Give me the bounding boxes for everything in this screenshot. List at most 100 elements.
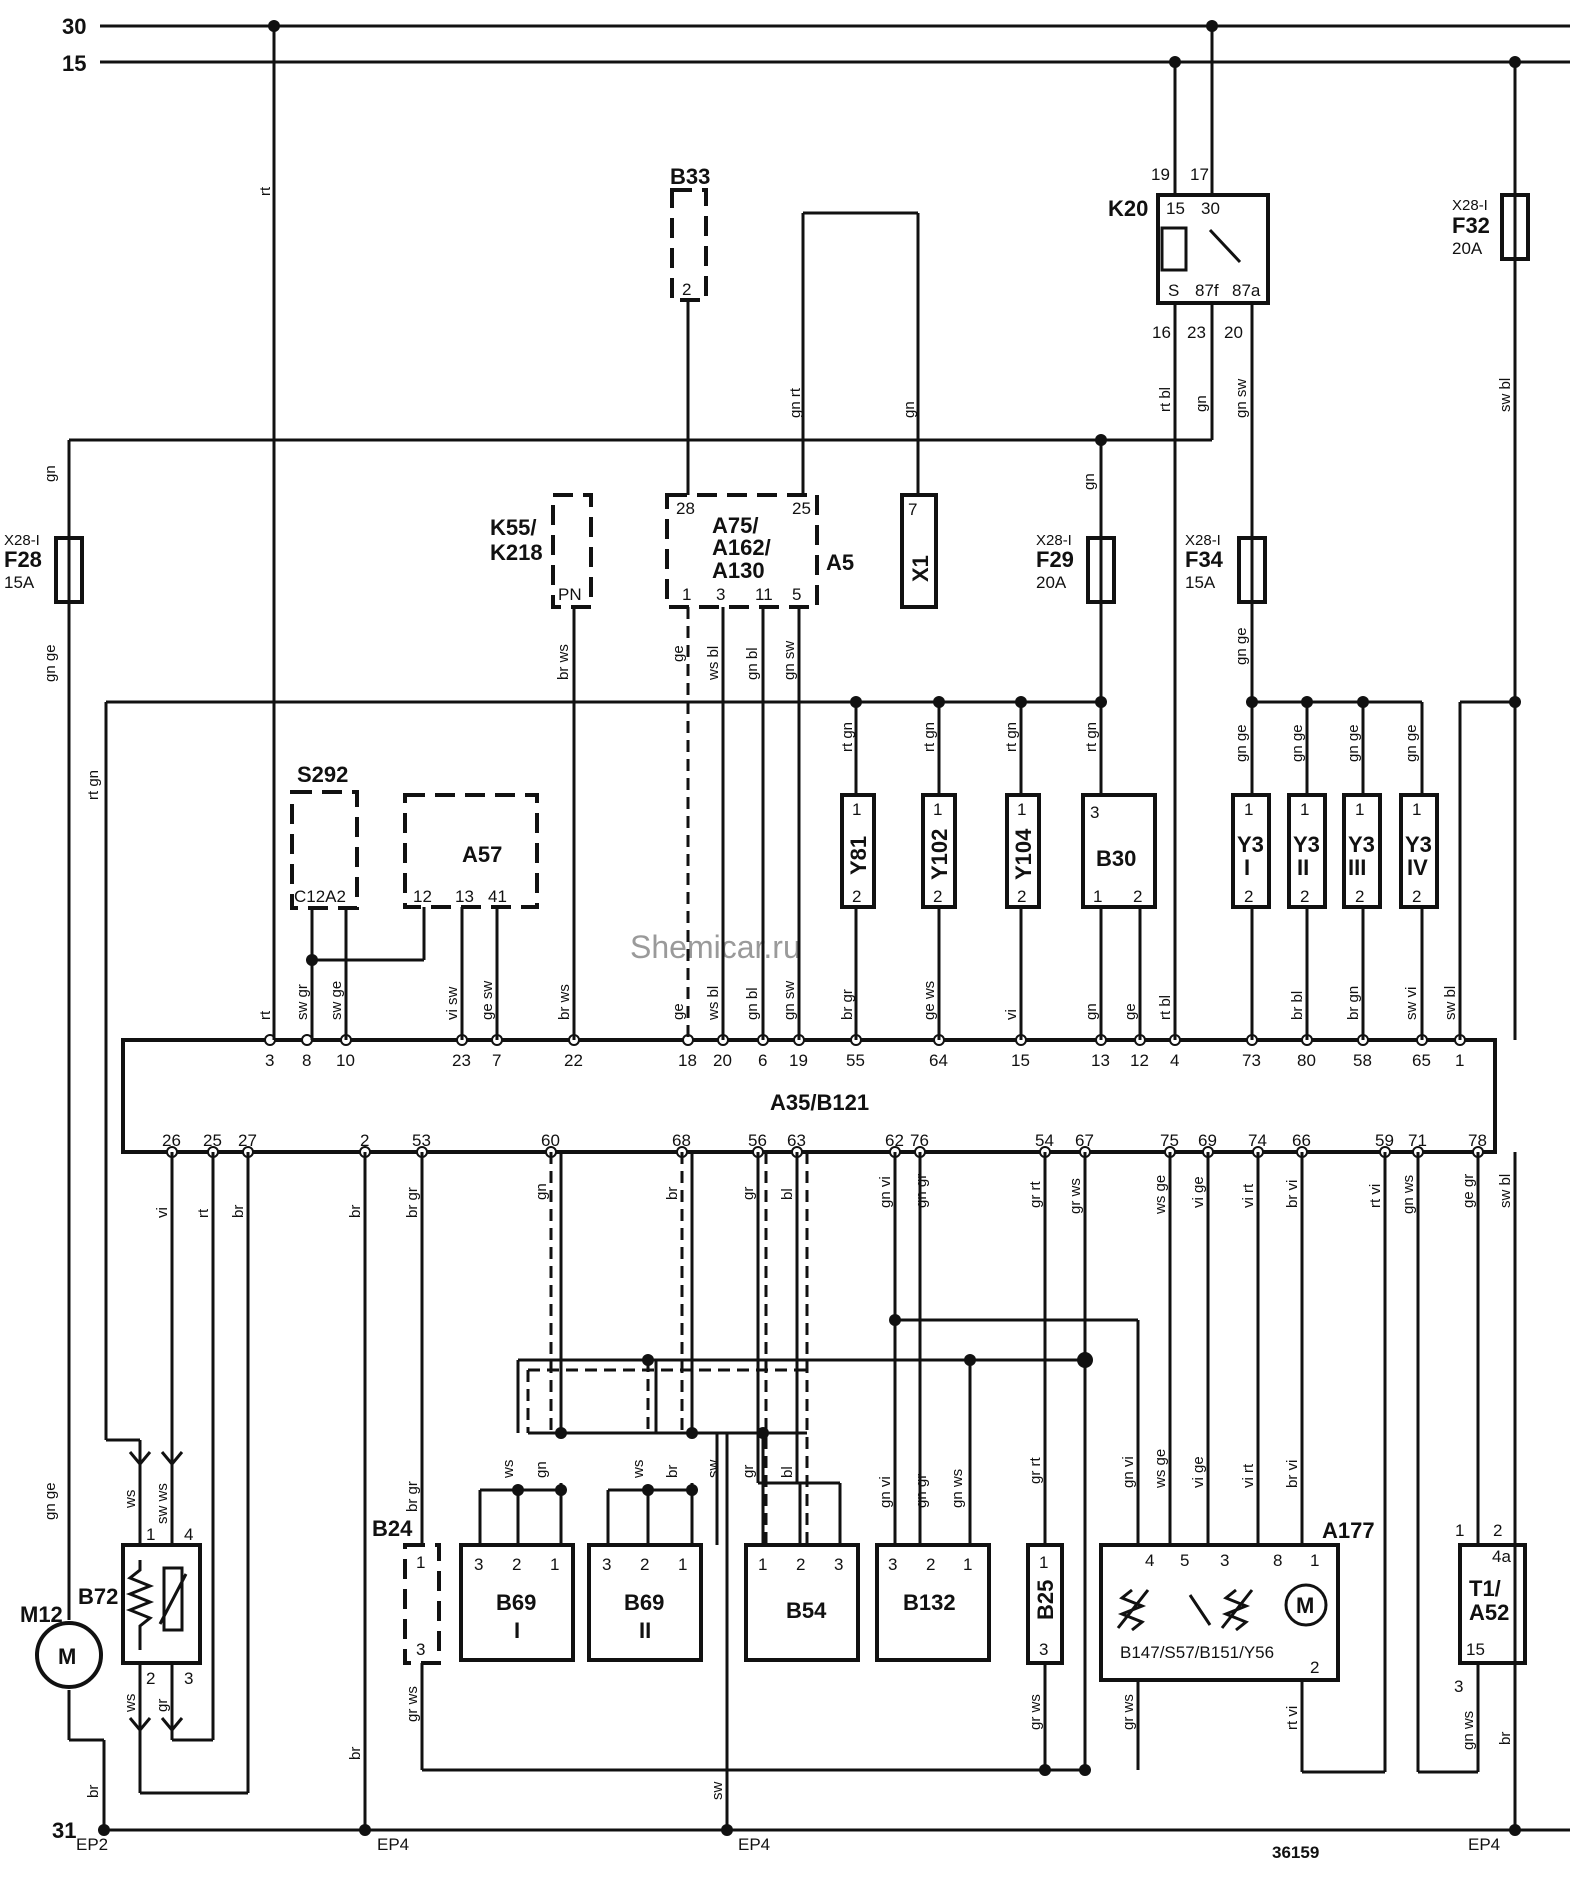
wc-sw-ge: sw ge (328, 981, 345, 1020)
ecu-top-pin-10: 10 (336, 1051, 355, 1070)
k20-pin-15: 15 (1166, 199, 1185, 218)
wc-br-6: br (664, 1465, 681, 1478)
y3-3-pin-2: 2 (1355, 887, 1364, 906)
b25-pin-3: 3 (1039, 1640, 1048, 1659)
throttle-unit-a177: M A177 B147/S57/B151/Y56 4 5 3 8 1 2 (1099, 1518, 1375, 1682)
sensor-b33: B33 2 (670, 164, 710, 302)
a57-pin-12: 12 (413, 887, 432, 906)
b54-label: B54 (786, 1598, 827, 1623)
b24-label: B24 (372, 1516, 413, 1541)
wc-rt-gn-5: rt gn (1083, 722, 1100, 752)
wc-sw-1: sw (705, 1460, 722, 1479)
injector-y3-1: 1 Y3 I 2 (1231, 793, 1271, 909)
y81-pin-1: 1 (852, 800, 861, 819)
valve-y81: 1 2 Y81 (840, 793, 876, 909)
ecu-top-pin-4: 4 (1170, 1051, 1179, 1070)
f34-connector: X28-I (1185, 532, 1221, 549)
k55-label-1: K55/ (490, 515, 536, 540)
wc-gn-vi-3: gn vi (1120, 1456, 1137, 1488)
b25-pin-1: 1 (1039, 1553, 1048, 1572)
wc-rt-3: rt (195, 1208, 212, 1218)
wc-gn-bl-1: gn bl (744, 647, 761, 680)
wc-gn-gr-2: gn gr (913, 1474, 930, 1508)
ground-ep2: EP2 (76, 1835, 108, 1854)
y3-1-pin-2: 2 (1244, 887, 1253, 906)
watermark: Shemicar.ru (630, 929, 801, 965)
b72-pin-4: 4 (184, 1525, 193, 1544)
wc-gr-ws-1: gr ws (1067, 1178, 1084, 1214)
wire-color-codes: rt gn gn ge rt gn gn rt gn gn rt bl gn g… (42, 186, 1514, 1800)
wc-gr-ws-3: gr ws (1027, 1694, 1044, 1730)
ecu-bottom-pin-60: 60 (541, 1131, 560, 1150)
valve-y102: 1 2 Y102 (921, 793, 957, 909)
b69-1-label: B69 (496, 1590, 536, 1615)
lower-left-wiring (67, 1152, 1085, 1830)
wc-gn-ge-4: gn ge (1289, 724, 1306, 762)
y104-label: Y104 (1011, 828, 1036, 880)
wc-rt-gn-1: rt gn (85, 770, 102, 800)
a177-pin-2: 2 (1310, 1658, 1319, 1677)
wc-ge-sw: ge sw (479, 981, 496, 1020)
ecu-bottom-pin-56: 56 (748, 1131, 767, 1150)
t1-pin-15: 15 (1466, 1640, 1485, 1659)
wc-br-vi-1: br vi (1284, 1180, 1301, 1208)
k55-label-2: K218 (490, 540, 543, 565)
t1-label-2: A52 (1469, 1600, 1509, 1625)
wc-gn-1: gn (42, 465, 59, 482)
fuse-f28: X28-I F28 15A (4, 532, 84, 604)
b54-pin-2: 2 (796, 1555, 805, 1574)
drawing-number: 36159 (1272, 1843, 1319, 1862)
t1-pin-3: 3 (1454, 1677, 1463, 1696)
f32-name: F32 (1452, 213, 1490, 238)
b69-1-pin-3: 3 (474, 1555, 483, 1574)
wc-gr-3: gr (740, 1465, 757, 1478)
wc-gn-sw-3: gn sw (781, 981, 798, 1020)
f32-connector: X28-I (1452, 197, 1488, 214)
ecu-top-pin-55: 55 (846, 1051, 865, 1070)
fuse-f34: X28-I F34 15A (1185, 532, 1267, 604)
b132-pin-3: 3 (888, 1555, 897, 1574)
b132-pin-1: 1 (963, 1555, 972, 1574)
t1-label-1: T1/ (1469, 1576, 1501, 1601)
ecu-bottom-pin-2: 2 (360, 1131, 369, 1150)
wc-bl-1: bl (779, 1188, 796, 1200)
wc-gn-ws-3: gn ws (1460, 1711, 1477, 1750)
ecu-bottom-pin-59: 59 (1375, 1131, 1394, 1150)
wc-br-bl: br bl (1289, 991, 1306, 1020)
a75-pin-25: 25 (792, 499, 811, 518)
wc-vi-rt-2: vi rt (1240, 1463, 1257, 1488)
k20-pin-30: 30 (1201, 199, 1220, 218)
y102-label: Y102 (927, 829, 952, 880)
lower-middle-wiring (478, 1152, 1085, 1830)
b69-2-pin-3: 3 (602, 1555, 611, 1574)
a75-pin-5: 5 (792, 585, 801, 604)
x1-label: X1 (908, 555, 933, 582)
wc-gr-rt-2: gr rt (1027, 1457, 1044, 1485)
ecu-bottom-pin-78: 78 (1468, 1131, 1487, 1150)
b30-pin-3: 3 (1090, 803, 1099, 822)
f29-rating: 20A (1036, 573, 1067, 592)
wc-rt-bl-2: rt bl (1157, 995, 1174, 1020)
ecu-bottom-pin-66: 66 (1292, 1131, 1311, 1150)
a57-pin-13: 13 (455, 887, 474, 906)
wc-gr-2: gr (154, 1699, 171, 1712)
s292-pins: C12A2 (294, 887, 346, 906)
a57-pin-41: 41 (488, 887, 507, 906)
ecu-top-pin-64: 64 (929, 1051, 948, 1070)
y3-2-label: Y3 (1293, 832, 1320, 857)
y3-3-label: Y3 (1348, 832, 1375, 857)
b33-pin-2: 2 (682, 280, 691, 299)
ecu-bottom-pin-74: 74 (1248, 1131, 1267, 1150)
wc-rt-gn-3: rt gn (921, 722, 938, 752)
b30-pin-1: 1 (1093, 887, 1102, 906)
injector-y3-4: 1 Y3 IV 2 (1399, 793, 1439, 909)
wc-ge-gr: ge gr (1460, 1174, 1477, 1208)
wc-gr-ws-4: gr ws (1120, 1694, 1137, 1730)
unit-a75: A75/ A162/ A130 A5 28 25 1 3 11 5 (665, 493, 854, 609)
relay-k20: K20 19 17 15 30 S 87f 87a 16 23 20 (1108, 165, 1270, 342)
ecu-bottom-pin-71: 71 (1408, 1131, 1427, 1150)
wc-ws-ge-2: ws ge (1152, 1449, 1169, 1489)
ecu-bottom-pin-54: 54 (1035, 1131, 1054, 1150)
ecu-top-pin-19: 19 (789, 1051, 808, 1070)
k20-label: K20 (1108, 196, 1148, 221)
